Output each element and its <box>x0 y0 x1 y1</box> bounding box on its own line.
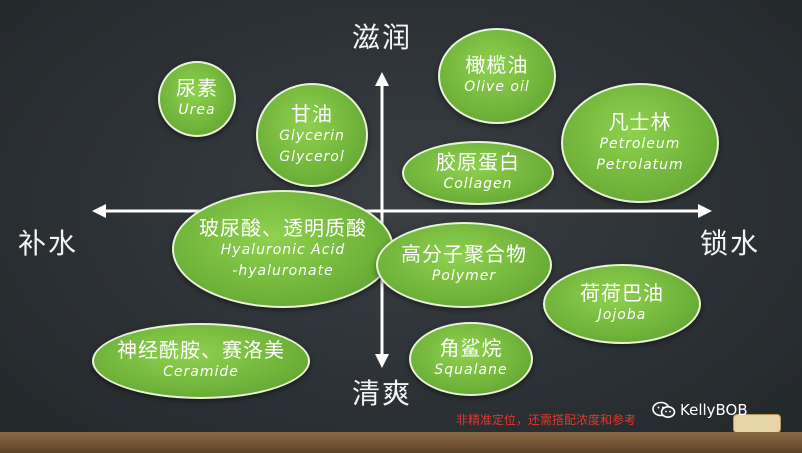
left-arrow-icon <box>92 204 106 218</box>
bubble-collagen: 胶原蛋白 Collagen <box>402 141 554 205</box>
bubble-hyaluronic-acid: 玻尿酸、透明质酸 Hyaluronic Acid -hyaluronate <box>172 190 394 308</box>
bubble-polymer: 高分子聚合物 Polymer <box>376 222 552 308</box>
bubble-cn: 凡士林 <box>608 110 672 135</box>
bubble-en: Glycerin <box>279 128 345 145</box>
axis-label-bottom: 清爽 <box>352 377 413 410</box>
bubble-en: Collagen <box>443 176 513 193</box>
bubble-en: Hyaluronic Acid <box>220 242 346 259</box>
bubble-cn: 胶原蛋白 <box>436 150 520 175</box>
bubble-en: Ceramide <box>163 364 239 381</box>
bubble-en: Petroleum <box>599 136 681 153</box>
disclaimer-note: 非精准定位，还需搭配浓度和参考 <box>456 413 637 427</box>
bubble-cn: 高分子聚合物 <box>401 242 527 267</box>
bubble-en: -hyaluronate <box>232 262 334 279</box>
bubble-petrolatum: 凡士林 Petroleum Petrolatum <box>561 83 719 203</box>
bubble-cn: 荷荷巴油 <box>580 281 664 306</box>
bubble-en: Glycerol <box>279 148 345 165</box>
axis-label-left: 补水 <box>18 227 79 260</box>
axis-label-top: 滋润 <box>352 21 413 54</box>
bubble-en: Squalane <box>434 362 508 379</box>
bubble-en: Urea <box>178 102 216 119</box>
bubble-en: Jojoba <box>597 307 647 324</box>
wechat-icon <box>652 401 676 418</box>
bubble-en: Olive oil <box>464 79 530 96</box>
bubble-glycerin: 甘油 Glycerin Glycerol <box>256 83 368 187</box>
bubble-cn: 角鲨烷 <box>439 336 503 361</box>
bubble-cn: 神经酰胺、赛洛美 <box>117 338 285 363</box>
bubble-olive-oil: 橄榄油 Olive oil <box>438 28 556 124</box>
bubble-cn: 甘油 <box>291 102 333 127</box>
bubble-ceramide: 神经酰胺、赛洛美 Ceramide <box>92 323 310 399</box>
bubble-cn: 橄榄油 <box>465 53 529 78</box>
axis-label-right: 锁水 <box>700 227 761 260</box>
bubble-jojoba: 荷荷巴油 Jojoba <box>543 264 701 344</box>
bubble-en: Petrolatum <box>596 156 684 173</box>
up-arrow-icon <box>375 72 389 86</box>
bubble-squalane: 角鲨烷 Squalane <box>409 322 533 396</box>
brand-watermark: KellyBOB <box>652 401 748 419</box>
brand-name: KellyBOB <box>680 401 748 419</box>
bubble-urea: 尿素 Urea <box>158 61 236 137</box>
right-arrow-icon <box>698 204 712 218</box>
bubble-cn: 玻尿酸、透明质酸 <box>199 216 367 241</box>
bubble-en: Polymer <box>431 268 497 285</box>
down-arrow-icon <box>375 354 389 368</box>
bubble-cn: 尿素 <box>176 76 218 101</box>
board-frame <box>0 432 802 453</box>
